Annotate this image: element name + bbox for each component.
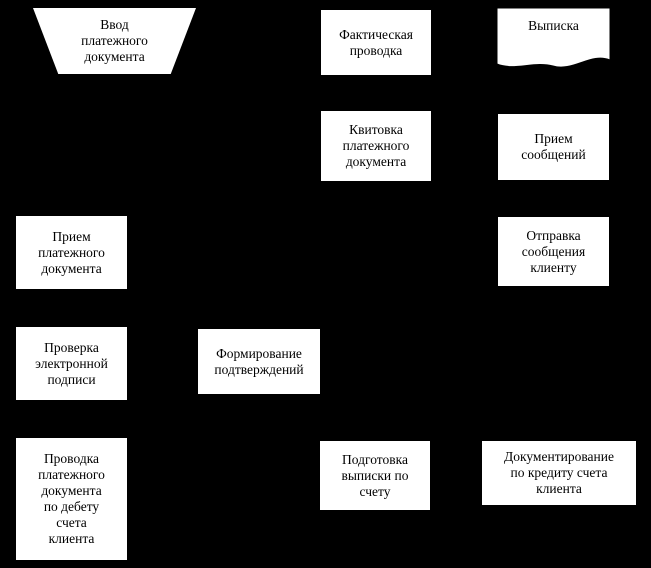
node-receive-messages-label: Прием сообщений <box>521 131 586 162</box>
node-verify-signature: Проверка электронной подписи <box>15 326 128 401</box>
node-prepare-statement: Подготовка выписки по счету <box>319 440 431 511</box>
node-actual-posting-label: Фактическая проводка <box>339 26 413 58</box>
node-credit-documentation: Документирование по кредиту счета клиент… <box>481 440 637 506</box>
node-send-client-message: Отправка сообщения клиенту <box>497 216 610 287</box>
node-input-document-label: Ввод платежного документа <box>81 17 148 64</box>
node-form-confirmations-label: Формирование подтверждений <box>214 345 304 377</box>
node-receive-payment-document-label: Прием платежного документа <box>38 228 105 276</box>
node-payment-matching-label: Квитовка платежного документа <box>342 122 410 169</box>
node-actual-posting: Фактическая проводка <box>320 9 432 76</box>
node-statement: Выписка <box>497 8 610 70</box>
node-form-confirmations: Формирование подтверждений <box>197 328 321 395</box>
node-payment-matching: Квитовка платежного документа <box>320 110 432 182</box>
node-send-client-message-label: Отправка сообщения клиенту <box>521 227 586 275</box>
node-receive-messages: Прием сообщений <box>497 113 610 181</box>
node-receive-payment-document: Прием платежного документа <box>15 215 128 290</box>
node-verify-signature-label: Проверка электронной подписи <box>35 339 108 387</box>
document-shape-icon <box>497 8 610 68</box>
node-prepare-statement-label: Подготовка выписки по счету <box>341 451 409 499</box>
node-input-document: Ввод платежного документа <box>33 8 196 74</box>
node-statement-label: Выписка <box>528 18 579 33</box>
node-debit-posting-label: Проводка платежного документа по дебету … <box>38 451 105 546</box>
node-credit-documentation-label: Документирование по кредиту счета клиент… <box>504 449 614 496</box>
node-debit-posting: Проводка платежного документа по дебету … <box>15 437 128 561</box>
